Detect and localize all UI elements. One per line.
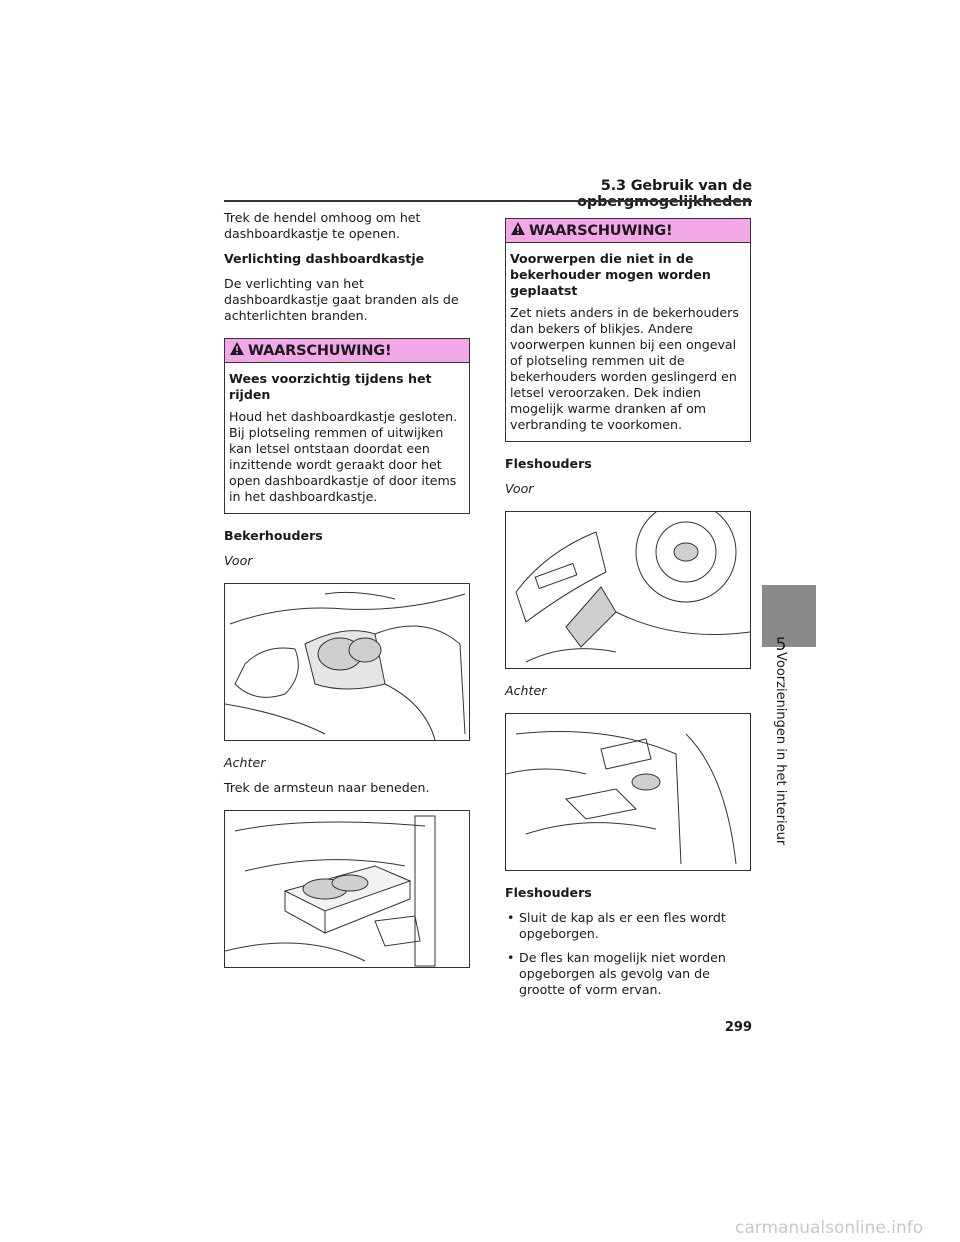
bottle-heading-2: Fleshouders [505, 885, 592, 900]
intro-text: Trek de hendel omhoog om het dashboardka… [224, 210, 421, 241]
rear-text: Trek de armsteun naar beneden. [224, 780, 430, 795]
list-item: Sluit de kap als er een fles wordt opgeb… [505, 910, 751, 942]
front-bottle-holder-illustration [505, 511, 751, 669]
right-column: WAARSCHUWING! Voorwerpen die niet in de … [505, 218, 751, 1006]
rear-bottle-holder-illustration [505, 713, 751, 871]
chapter-tab [762, 585, 816, 647]
front-label: Voor [505, 481, 534, 496]
warning-icon [229, 341, 245, 360]
list-item: De fles kan mogelijk niet worden opgebor… [505, 950, 751, 998]
chapter-title: Voorzieningen in het interieur [773, 652, 788, 846]
rear-label: Achter [505, 683, 547, 698]
warning-text: Zet niets anders in de bekerhouders dan … [510, 305, 739, 432]
chapter-number: 5 [775, 635, 787, 655]
rear-label: Achter [224, 755, 266, 770]
section-title: 5.3 Gebruik van de opbergmogelijkheden [577, 178, 752, 210]
warning-box-driving: WAARSCHUWING! Wees voorzichtig tijdens h… [224, 338, 470, 514]
bottle-bullets: Sluit de kap als er een fles wordt opgeb… [505, 910, 751, 998]
warning-label: WAARSCHUWING! [529, 222, 673, 239]
front-label: Voor [224, 553, 253, 568]
lighting-heading: Verlichting dashboardkastje [224, 251, 425, 266]
warning-box-cupholder: WAARSCHUWING! Voorwerpen die niet in de … [505, 218, 751, 442]
cupholders-heading: Bekerhouders [224, 528, 323, 543]
left-column: Trek de hendel omhoog om het dashboardka… [224, 210, 470, 982]
header-rule [224, 200, 752, 202]
warning-header: WAARSCHUWING! [506, 219, 750, 243]
lighting-text: De verlichting van het dashboardkastje g… [224, 276, 459, 323]
watermark: carmanualsonline.info [735, 1218, 924, 1238]
bottle-heading: Fleshouders [505, 456, 592, 471]
warning-header: WAARSCHUWING! [225, 339, 469, 363]
rear-armrest-illustration [224, 810, 470, 968]
front-cupholder-illustration [224, 583, 470, 741]
page-number: 299 [724, 1020, 752, 1035]
warning-icon [510, 221, 526, 240]
warning-title: Voorwerpen die niet in de bekerhouder mo… [510, 251, 711, 298]
warning-text: Houd het dashboardkastje gesloten. Bij p… [229, 409, 458, 504]
warning-title: Wees voorzichtig tijdens het rijden [229, 371, 432, 402]
warning-label: WAARSCHUWING! [248, 342, 392, 359]
